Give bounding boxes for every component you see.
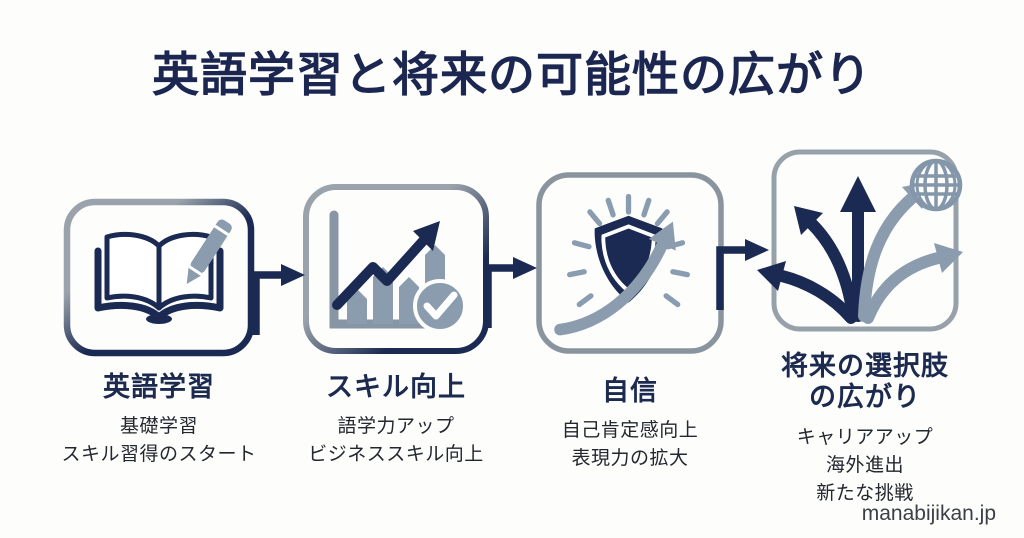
step-heading: スキル向上 — [326, 372, 466, 402]
step-frame — [771, 149, 959, 332]
step-detail-line: 自己肯定感向上 — [561, 420, 699, 442]
globe-icon — [909, 158, 963, 212]
open-book-pencil-icon — [94, 219, 232, 324]
step-english-study: 英語学習 基礎学習 スキル習得のスタート — [61, 198, 256, 465]
step-caption: スキル向上 語学力アップ ビジネススキル向上 — [252, 372, 540, 469]
flow-arrow-icon — [484, 257, 537, 328]
page-title: 英語学習と将来の可能性の広がり — [152, 48, 872, 101]
step-caption: 自信 自己肯定感向上 表現力の拡大 — [486, 376, 774, 473]
step-heading: 英語学習 — [103, 372, 215, 402]
radiating-rays-icon — [567, 193, 691, 308]
step-detail-line: 新たな挑戦 — [816, 482, 914, 504]
step-heading: の広がり — [809, 382, 921, 413]
pencil-icon — [186, 219, 232, 285]
step-detail-line: 基礎学習 — [119, 416, 198, 438]
step-future-options: 将来の選択肢 の広がり キャリアアップ 海外進出 新たな挑戦 — [757, 148, 963, 504]
step-heading: 将来の選択肢 — [781, 351, 949, 381]
step-frame — [63, 198, 255, 357]
step-detail-line: 表現力の拡大 — [571, 448, 689, 470]
step-heading: 自信 — [602, 376, 658, 406]
step-skill-up: スキル向上 語学力アップ ビジネススキル向上 — [302, 183, 490, 465]
shield-rising-arrow-icon — [554, 193, 691, 336]
step-detail-line: キャリアアップ — [796, 426, 934, 448]
site-watermark: manabijikan.jp — [861, 502, 996, 525]
step-caption: 英語学習 基礎学習 スキル習得のスタート — [15, 372, 303, 469]
flow-arrow-icon — [252, 264, 305, 335]
growth-chart-check-icon — [329, 210, 467, 333]
step-detail-line: 海外進出 — [825, 454, 904, 476]
step-confidence: 自信 自己肯定感向上 表現力の拡大 — [535, 171, 725, 469]
step-detail-line: ビジネススキル向上 — [308, 444, 484, 466]
branching-arrows-globe-icon — [757, 158, 963, 324]
step-detail-line: 語学力アップ — [337, 416, 455, 438]
step-detail-line: スキル習得のスタート — [61, 444, 257, 466]
step-caption: 将来の選択肢 の広がり キャリアアップ 海外進出 新たな挑戦 — [721, 351, 1009, 508]
flow-arrow-icon — [716, 239, 769, 310]
